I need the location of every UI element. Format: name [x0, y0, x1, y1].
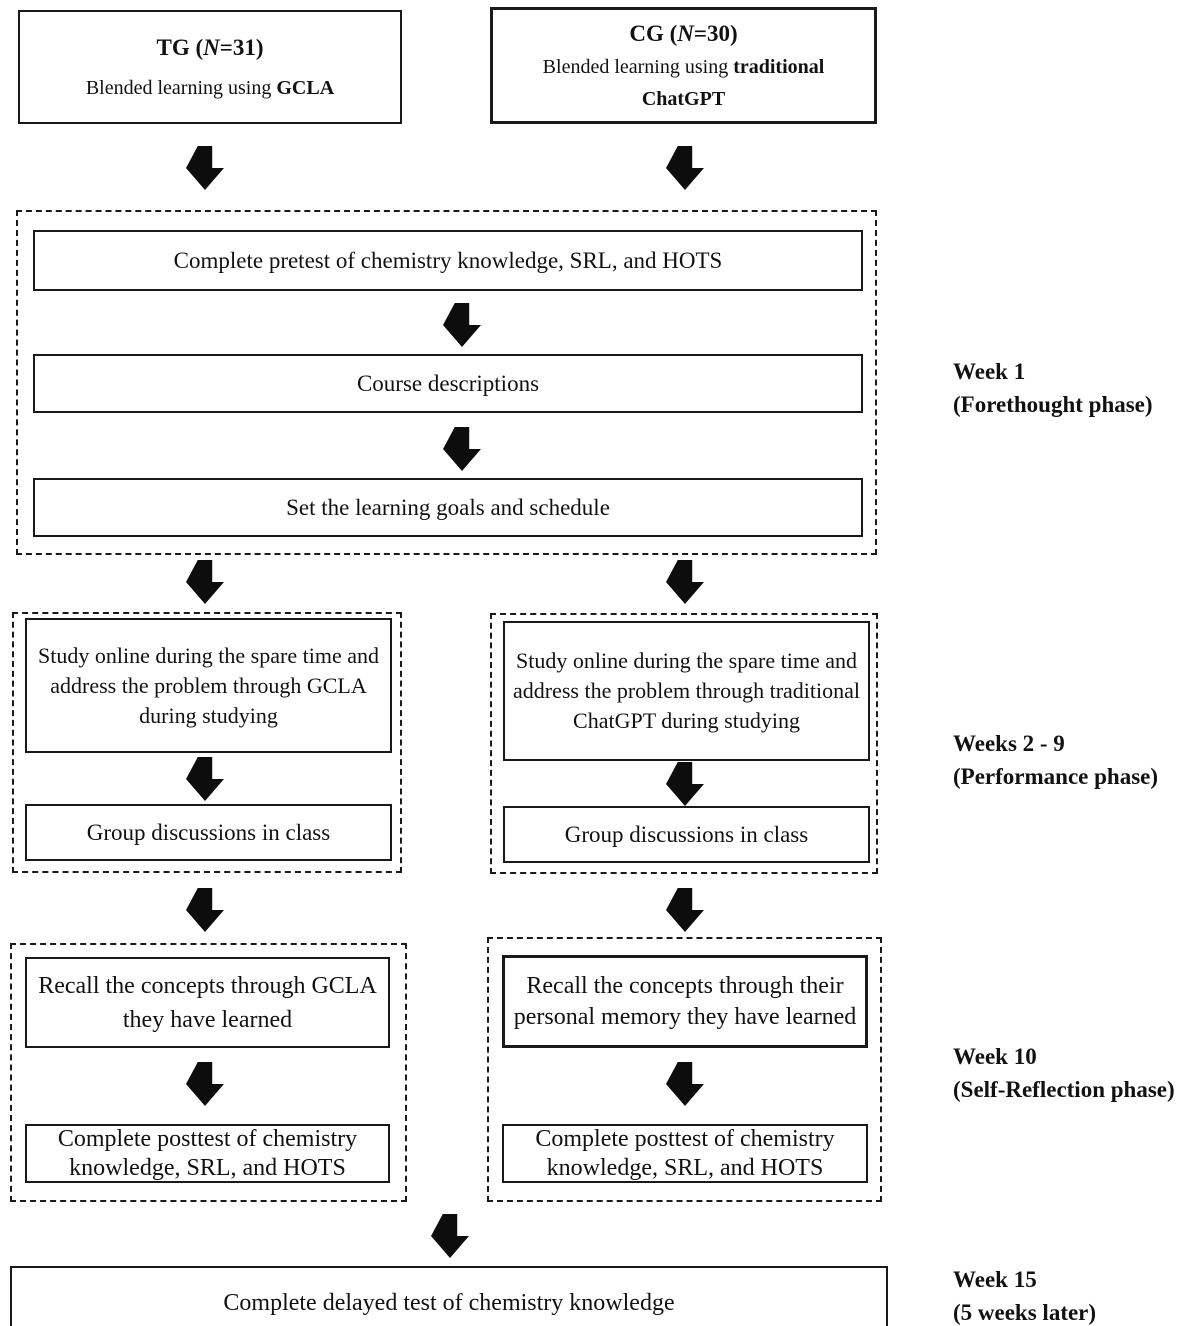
tg-phase2-dashed-group [12, 612, 402, 873]
tg-recall-text: Recall the concepts through GCLA they ha… [38, 972, 377, 1033]
tg-study-text: Study online during the spare time and a… [38, 642, 379, 728]
pretest-box: Complete pretest of chemistry knowledge,… [33, 230, 863, 291]
tg-posttest-box: Complete posttest of chemistry knowledge… [25, 1124, 390, 1183]
tg-posttest-text: Complete posttest of chemistry knowledge… [57, 1125, 358, 1181]
cg-group-subtitle: Blended learning using traditional [542, 55, 825, 78]
course-descriptions-text: Course descriptions [356, 370, 540, 396]
pretest-text: Complete pretest of chemistry knowledge,… [173, 247, 723, 273]
weeks2-9-label: Weeks 2 - 9 (Performance phase) [953, 731, 1159, 789]
week1-dashed-group [16, 210, 877, 555]
learning-goals-text: Set the learning goals and schedule [286, 494, 610, 520]
week1-label: Week 1 (Forethought phase) [953, 359, 1153, 417]
cg-group-subtitle-line2: ChatGPT [641, 87, 726, 110]
tg-recall-box: Recall the concepts through GCLA they ha… [25, 957, 390, 1048]
down-arrow-icon [431, 1214, 469, 1258]
tg-group-box: TG (N=31) Blended learning using GCLA [18, 10, 402, 124]
delayed-test-box: Complete delayed test of chemistry knowl… [10, 1266, 888, 1326]
learning-goals-box: Set the learning goals and schedule [33, 478, 863, 537]
week10-label: Week 10 (Self-Reflection phase) [953, 1044, 1175, 1102]
down-arrow-icon [666, 888, 704, 932]
tg-group-discussion-text: Group discussions in class [86, 819, 331, 845]
tg-group-subtitle: Blended learning using GCLA [85, 76, 335, 99]
tg-phase3-dashed-group [10, 943, 407, 1202]
delayed-test-text: Complete delayed test of chemistry knowl… [223, 1290, 675, 1316]
cg-group-box: CG (N=30) Blended learning using traditi… [490, 7, 877, 124]
cg-group-discussion-box: Group discussions in class [503, 806, 870, 863]
cg-phase2-dashed-group [490, 613, 878, 874]
cg-study-text: Study online during the spare time and a… [512, 648, 861, 733]
down-arrow-icon [666, 560, 704, 604]
down-arrow-icon [666, 146, 704, 190]
down-arrow-icon [186, 560, 224, 604]
course-descriptions-box: Course descriptions [33, 354, 863, 413]
tg-group-title: TG (N=31) [156, 34, 264, 60]
cg-recall-text: Recall the concepts through their person… [513, 972, 857, 1030]
cg-phase3-dashed-group [487, 937, 882, 1202]
tg-study-box: Study online during the spare time and a… [25, 618, 392, 753]
cg-posttest-box: Complete posttest of chemistry knowledge… [502, 1124, 868, 1183]
cg-posttest-text: Complete posttest of chemistry knowledge… [535, 1125, 835, 1181]
week15-label: Week 15 (5 weeks later) [953, 1267, 1097, 1325]
cg-group-title: CG (N=30) [629, 20, 738, 46]
tg-group-discussion-box: Group discussions in class [25, 804, 392, 861]
down-arrow-icon [186, 146, 224, 190]
cg-recall-box: Recall the concepts through their person… [502, 955, 868, 1048]
cg-study-box: Study online during the spare time and a… [503, 621, 870, 761]
down-arrow-icon [186, 888, 224, 932]
cg-group-discussion-text: Group discussions in class [564, 821, 809, 847]
